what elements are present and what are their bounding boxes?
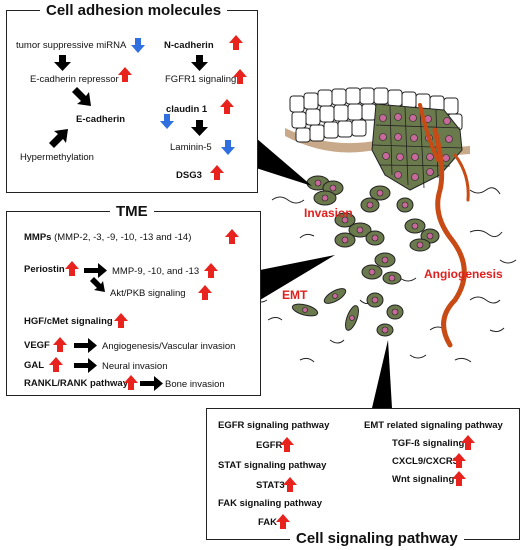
- up-arrow-icon: [220, 99, 234, 114]
- normal-epithelium: [289, 87, 463, 143]
- up-arrow-icon: [233, 69, 247, 84]
- vegf-label: VEGF: [24, 340, 50, 351]
- hypermethylation-label: Hypermethylation: [20, 152, 94, 163]
- up-arrow-icon: [198, 285, 212, 300]
- up-arrow-icon: [210, 165, 224, 180]
- flow-arrow-icon: [49, 129, 68, 148]
- flow-arrow-icon: [54, 55, 71, 71]
- up-arrow-icon: [452, 453, 466, 468]
- stat3-label: STAT3: [256, 480, 285, 491]
- tgf-label: TGF-ß signaling: [392, 438, 465, 449]
- laminin-label: Laminin-5: [170, 142, 212, 153]
- dsg3-label: DSG3: [176, 170, 202, 181]
- up-arrow-icon: [65, 261, 79, 276]
- callout-pointer-adhesion: [256, 138, 312, 186]
- up-arrow-icon: [283, 477, 297, 492]
- ecad-repressor-label: E-cadherin repressor: [30, 74, 119, 85]
- fak-pathway-label: FAK signaling pathway: [218, 498, 322, 509]
- claudin-label: claudin 1: [166, 104, 208, 115]
- ncadherin-label: N-cadherin: [164, 40, 214, 51]
- wnt-label: Wnt signaling: [392, 474, 455, 485]
- rankl-effect-label: Bone invasion: [165, 379, 225, 390]
- signaling-title: Cell signaling pathway: [290, 530, 464, 548]
- up-arrow-icon: [53, 337, 67, 352]
- adhesion-panel: [6, 10, 258, 193]
- up-arrow-icon: [280, 437, 294, 452]
- adhesion-title: Cell adhesion molecules: [40, 2, 228, 20]
- flow-arrow-icon: [84, 263, 107, 278]
- up-arrow-icon: [461, 435, 475, 450]
- down-arrow-icon: [221, 140, 235, 155]
- rankl-label: RANKL/RANK pathway: [24, 378, 128, 389]
- up-arrow-icon: [229, 35, 243, 50]
- label-emt: EMT: [282, 288, 308, 302]
- flow-arrow-icon: [90, 277, 105, 292]
- blood-vessel: [418, 103, 470, 348]
- signaling-panel: [206, 408, 520, 540]
- flow-arrow-icon: [72, 87, 91, 106]
- gal-label: GAL: [24, 360, 45, 371]
- tme-title: TME: [110, 203, 154, 221]
- up-arrow-icon: [49, 357, 63, 372]
- flow-arrow-icon: [74, 358, 97, 373]
- akt-label: Akt/PKB signaling: [110, 288, 186, 299]
- down-arrow-icon: [160, 114, 174, 129]
- fak-label: FAK: [258, 517, 277, 528]
- fgfr1-label: FGFR1 signaling: [165, 74, 237, 85]
- up-arrow-icon: [118, 67, 132, 82]
- tme-panel: [6, 211, 261, 396]
- extracellular-fibers: [254, 177, 517, 363]
- label-invasion: Invasion: [304, 206, 353, 220]
- emt-pathway-label: EMT related signaling pathway: [364, 420, 503, 431]
- flow-arrow-icon: [191, 55, 208, 71]
- mmps-row: MMPs (MMP-2, -3, -9, -10, -13 and -14): [24, 232, 191, 244]
- tumor-mass: [371, 103, 463, 191]
- up-arrow-icon: [225, 229, 239, 244]
- up-arrow-icon: [452, 471, 466, 486]
- mmps-list: (MMP-2, -3, -9, -10, -13 and -14): [54, 232, 192, 243]
- callout-pointer-tme: [260, 255, 335, 300]
- callout-pointer-signaling: [372, 340, 392, 408]
- mmps-label: MMPs: [24, 232, 52, 243]
- periostin-label: Periostin: [24, 264, 65, 275]
- vegf-effect-label: Angiogenesis/Vascular invasion: [102, 341, 236, 352]
- up-arrow-icon: [204, 263, 218, 278]
- stat-pathway-label: STAT signaling pathway: [218, 460, 327, 471]
- mirna-label: tumor suppressive miRNA: [16, 40, 127, 51]
- mmp-targets-label: MMP-9, -10, and -13: [112, 266, 200, 277]
- egfr-pathway-label: EGFR signaling pathway: [218, 420, 330, 431]
- up-arrow-icon: [114, 313, 128, 328]
- egfr-label: EGFR: [256, 440, 283, 451]
- down-arrow-icon: [131, 38, 145, 53]
- invading-cells: [291, 175, 440, 337]
- label-angiogenesis: Angiogenesis: [424, 267, 503, 281]
- up-arrow-icon: [276, 514, 290, 529]
- gal-effect-label: Neural invasion: [102, 361, 168, 372]
- flow-arrow-icon: [140, 376, 163, 391]
- flow-arrow-icon: [191, 120, 208, 136]
- hgf-label: HGF/cMet signaling: [24, 316, 113, 327]
- ecadherin-label: E-cadherin: [76, 114, 126, 125]
- up-arrow-icon: [124, 375, 138, 390]
- flow-arrow-icon: [74, 338, 97, 353]
- cxcl-label: CXCL9/CXCR3: [392, 456, 458, 467]
